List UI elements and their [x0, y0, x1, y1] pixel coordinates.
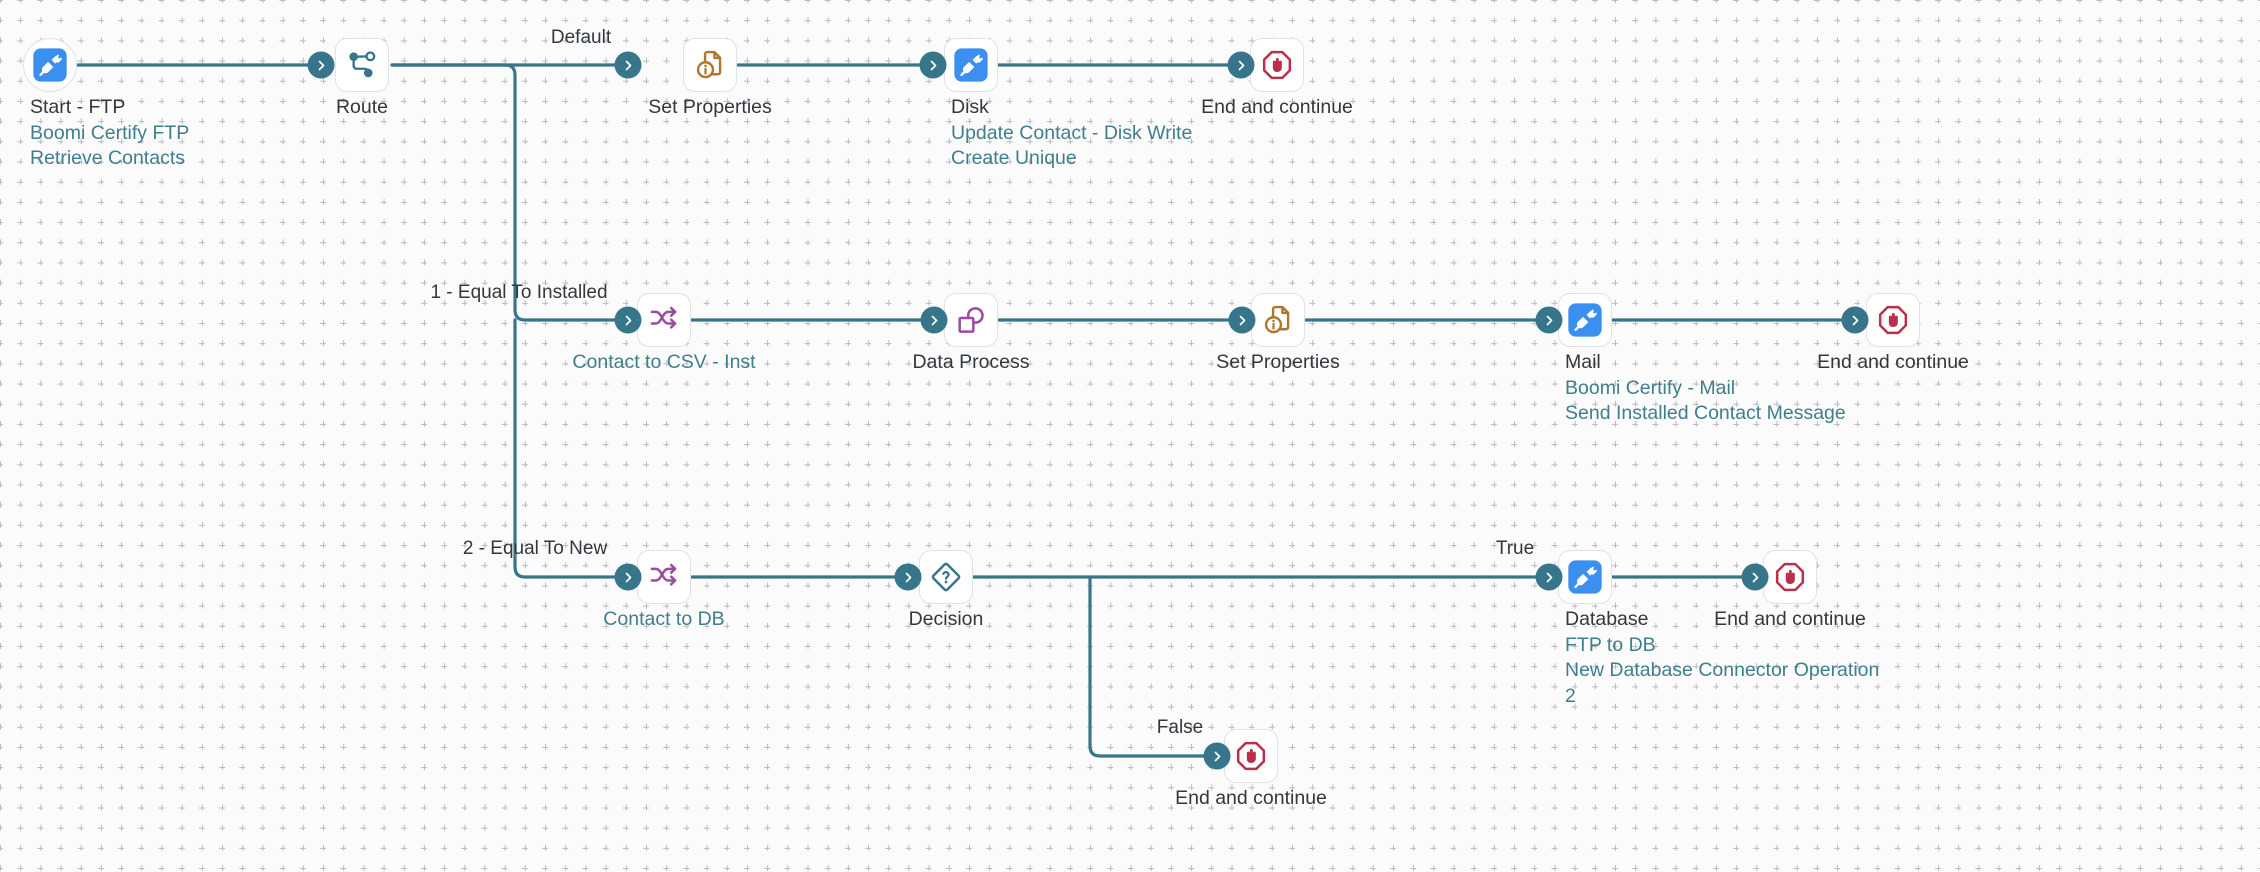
node-label-group: Set Properties: [560, 95, 860, 121]
node-subtitle[interactable]: Update Contact - Disk Write: [951, 121, 1193, 144]
node-title: Database: [1565, 608, 1649, 630]
route-branch-icon[interactable]: [335, 38, 389, 92]
node-label-group: End and continue: [1101, 786, 1401, 812]
set-properties-document-icon[interactable]: [1251, 293, 1305, 347]
node-subtitle[interactable]: Create Unique: [951, 147, 1077, 170]
decision-diamond-icon[interactable]: [919, 550, 973, 604]
node-title: Route: [335, 96, 389, 118]
map-shuffle-icon[interactable]: [637, 293, 691, 347]
node-label-group: Start - FTP Boomi Certify FTP Retrieve Con…: [30, 95, 360, 172]
node-subtitle[interactable]: Contact to CSV - Inst: [572, 351, 756, 373]
map-shuffle-icon[interactable]: [637, 550, 691, 604]
arrow-chevron-icon[interactable]: [614, 306, 642, 334]
arrow-chevron-icon[interactable]: [1535, 306, 1563, 334]
node-title: End and continue: [1175, 787, 1327, 809]
node-subtitle[interactable]: Boomi Certify FTP: [30, 121, 190, 144]
arrow-chevron-icon[interactable]: [1535, 563, 1563, 591]
stop-hand-icon[interactable]: [1763, 550, 1817, 604]
stop-hand-icon[interactable]: [1224, 729, 1278, 783]
node-title: Decision: [908, 608, 984, 630]
node-title: Start - FTP: [30, 96, 126, 118]
arrow-chevron-icon[interactable]: [919, 51, 947, 79]
label-false: False: [1156, 717, 1204, 738]
node-subtitle[interactable]: Boomi Certify - Mail: [1565, 376, 1736, 399]
label-true: True: [1495, 538, 1535, 559]
arrow-chevron-icon[interactable]: [307, 51, 335, 79]
node-subtitle[interactable]: New Database Connector Operation 2: [1565, 659, 1880, 708]
label-equal-to-installed: 1 - Equal To Installed: [430, 282, 608, 303]
arrow-chevron-icon[interactable]: [1203, 742, 1231, 770]
node-label-group: Set Properties: [1128, 350, 1428, 376]
node-subtitle[interactable]: FTP to DB: [1565, 633, 1656, 656]
node-title: End and continue: [1714, 608, 1866, 630]
node-label-group: Data Process: [821, 350, 1121, 376]
label-default: Default: [550, 27, 612, 48]
node-title: Set Properties: [648, 96, 772, 118]
stop-hand-icon[interactable]: [1250, 38, 1304, 92]
node-title: End and continue: [1817, 351, 1969, 373]
node-title: End and continue: [1201, 96, 1353, 118]
stop-hand-icon[interactable]: [1866, 293, 1920, 347]
arrow-chevron-icon[interactable]: [1227, 51, 1255, 79]
node-label-group: End and continue: [1127, 95, 1427, 121]
set-properties-document-icon[interactable]: [683, 38, 737, 92]
node-subtitle[interactable]: Contact to DB: [603, 608, 725, 630]
node-title: Set Properties: [1216, 351, 1340, 373]
data-process-shapes-icon[interactable]: [944, 293, 998, 347]
connector-plug-icon[interactable]: [23, 38, 77, 92]
connector-plug-icon[interactable]: [1558, 550, 1612, 604]
arrow-chevron-icon[interactable]: [614, 51, 642, 79]
arrow-chevron-icon[interactable]: [1228, 306, 1256, 334]
node-label-group: Contact to CSV - Inst: [514, 350, 814, 376]
node-subtitle[interactable]: Retrieve Contacts: [30, 147, 185, 170]
connector-plug-icon[interactable]: [944, 38, 998, 92]
node-subtitle[interactable]: Send Installed Contact Message: [1565, 402, 1846, 425]
arrow-chevron-icon[interactable]: [920, 306, 948, 334]
node-label-group: End and continue: [1640, 607, 1940, 633]
node-label-group: Contact to DB: [514, 607, 814, 633]
arrow-chevron-icon[interactable]: [1741, 563, 1769, 591]
arrow-chevron-icon[interactable]: [614, 563, 642, 591]
label-equal-to-new: 2 - Equal To New: [462, 538, 608, 559]
node-title: Disk: [951, 96, 989, 118]
node-title: Data Process: [912, 351, 1030, 373]
node-title: Mail: [1565, 351, 1601, 373]
arrow-chevron-icon[interactable]: [894, 563, 922, 591]
node-label-group: Route: [212, 95, 512, 121]
node-label-group: Decision: [796, 607, 1096, 633]
arrow-chevron-icon[interactable]: [1841, 306, 1869, 334]
connector-plug-icon[interactable]: [1558, 293, 1612, 347]
node-label-group: End and continue: [1743, 350, 2043, 376]
